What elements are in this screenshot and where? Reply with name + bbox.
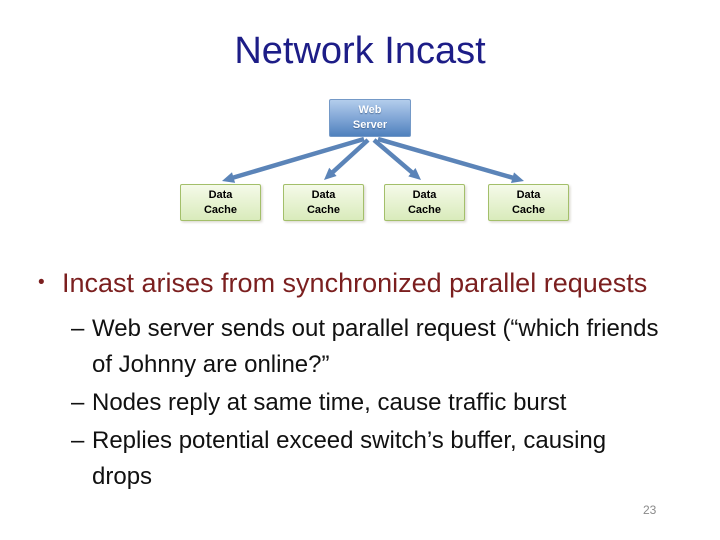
sub-bullet-item: – Nodes reply at same time, cause traffi… (71, 385, 708, 421)
sub-bullet-text: Replies potential exceed switch’s buffer… (92, 423, 606, 495)
text-line: of Johnny are online?” (92, 351, 330, 378)
incast-arrow (377, 136, 524, 183)
bullet-glyph: • (38, 272, 45, 293)
bullet-item-main: • Incast arises from synchronized parall… (38, 266, 708, 300)
dash-glyph: – (71, 389, 85, 416)
page-number: 23 (643, 503, 657, 517)
text-line: Replies potential exceed switch’s buffer… (92, 427, 607, 454)
arrowhead-icon (408, 168, 421, 180)
incast-arrow (372, 138, 421, 180)
bullet-list: • Incast arises from synchronized parall… (38, 266, 708, 497)
dash-glyph: – (71, 427, 85, 454)
sub-bullet-text: Nodes reply at same time, cause traffic … (92, 385, 566, 421)
sub-bullet-list: – Web server sends out parallel request … (71, 311, 708, 495)
arrowhead-icon (222, 172, 236, 183)
data-cache-node[interactable]: Data Cache (488, 184, 569, 221)
sub-bullet-item: – Replies potential exceed switch’s buff… (71, 423, 708, 495)
bullet-main-text: Incast arises from synchronized parallel… (62, 268, 648, 298)
dash-glyph: – (71, 315, 85, 342)
incast-arrow (324, 138, 370, 180)
text-line: Web server sends out parallel request (“… (92, 315, 659, 342)
sub-bullet-text: Web server sends out parallel request (“… (92, 311, 658, 383)
arrowhead-icon (511, 172, 524, 183)
sub-bullet-item: – Web server sends out parallel request … (71, 311, 708, 383)
text-line: Nodes reply at same time, cause traffic … (92, 389, 567, 416)
text-line: drops (92, 463, 153, 490)
data-cache-node[interactable]: Data Cache (384, 184, 465, 221)
data-cache-node[interactable]: Data Cache (283, 184, 364, 221)
web-server-node[interactable]: Web Server (329, 99, 411, 137)
page-title: Network Incast (234, 30, 486, 72)
arrowhead-icon (324, 167, 337, 180)
incast-arrow (222, 136, 365, 183)
data-cache-node[interactable]: Data Cache (180, 184, 261, 221)
